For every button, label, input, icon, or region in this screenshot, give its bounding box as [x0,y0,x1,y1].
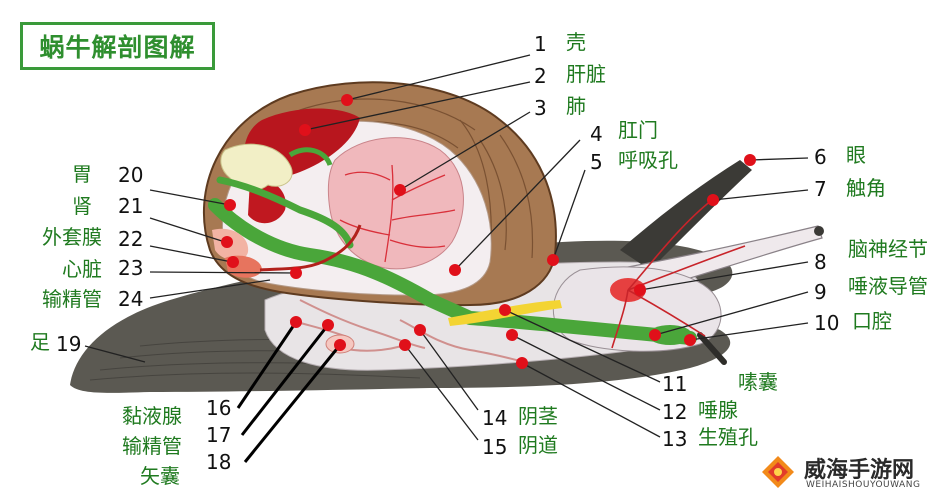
site-watermark: 威海手游网 WEIHAISHOUYOUWANG [760,450,940,496]
label-text: 口腔 [852,309,892,333]
label-text: 阴道 [518,433,558,457]
label-text: 阴茎 [518,404,558,428]
label-number: 23 [118,256,144,280]
label-number: 5 [590,150,603,174]
label-number: 17 [206,423,232,447]
label-number: 20 [118,163,144,187]
label-number: 19 [56,332,82,356]
gut-tube-upper [216,176,354,249]
label-text: 唾液导管 [848,274,928,298]
label-number: 11 [662,372,688,396]
label-number: 2 [534,64,547,88]
label-number: 3 [534,96,547,120]
leader-lines [84,54,809,441]
thick-leader-lines [236,321,342,463]
label-number: 18 [206,450,232,474]
gut-tube [208,198,697,345]
label-number: 22 [118,227,144,251]
label-text: 生殖孔 [698,425,758,449]
label-number: 14 [482,406,508,430]
label-number: 10 [814,311,840,335]
label-number: 6 [814,145,827,169]
label-text: 肝脏 [566,62,606,86]
label-number: 13 [662,427,688,451]
label-text: 足 [30,330,50,354]
label-text: 肺 [566,94,586,118]
label-text: 呼吸孔 [618,148,678,172]
label-text: 肛门 [618,118,658,142]
label-text: 输精管 [122,434,182,458]
stomach-loop [288,147,333,167]
label-text: 唾腺 [698,398,738,422]
label-number: 8 [814,250,827,274]
watermark-logo-icon [762,456,794,488]
buccal-mass [648,325,692,345]
watermark-subtitle: WEIHAISHOUYOUWANG [806,480,921,490]
label-text: 胃 [72,162,92,186]
label-text: 触角 [846,176,886,200]
label-number: 4 [590,122,603,146]
label-number: 12 [662,400,688,424]
label-number: 16 [206,396,232,420]
label-text: 肾 [72,194,92,218]
label-number: 7 [814,177,827,201]
label-number: 15 [482,435,508,459]
heart-vessel [259,224,362,272]
label-text: 黏液腺 [122,404,182,428]
label-text: 嗉囊 [738,370,778,394]
mouth-tip [697,332,727,365]
label-text: 外套膜 [42,225,102,249]
title-box: 蜗牛解剖图解 [20,22,215,70]
lung-organ [327,137,464,270]
lower-tentacle-tip [814,226,824,236]
red-markers [221,94,756,369]
label-number: 1 [534,32,547,56]
label-text: 心脏 [62,257,102,281]
label-text: 输精管 [42,287,102,311]
label-text: 脑神经节 [848,237,928,261]
label-number: 9 [814,280,827,304]
digestive-gland [220,143,293,191]
upper-tentacle [620,160,752,270]
label-number: 24 [118,287,144,311]
label-number: 21 [118,194,144,218]
label-text: 矢囊 [140,464,180,488]
label-text: 眼 [846,143,866,167]
label-text: 壳 [566,30,586,54]
figure-title: 蜗牛解剖图解 [39,33,196,62]
watermark-name: 威海手游网 [804,458,915,483]
lung-vessels [339,164,456,263]
